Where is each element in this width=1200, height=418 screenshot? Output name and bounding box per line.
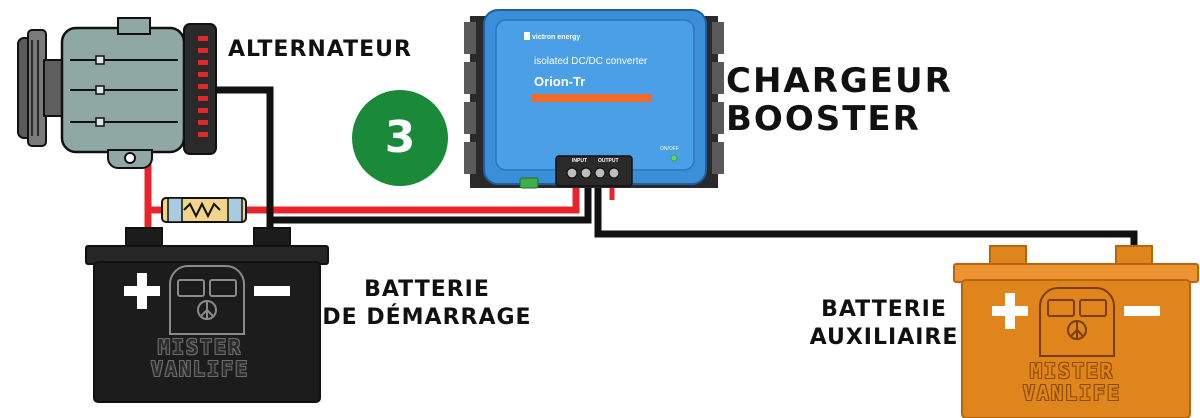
converter-input-label: INPUT: [572, 158, 587, 164]
start-battery-brand: MISTER VANLIFE: [130, 336, 270, 380]
fuse: [161, 197, 247, 223]
aux-battery-brand-line2: VANLIFE: [1022, 381, 1122, 405]
wire-alternator-negative: [214, 86, 274, 236]
wire-negative-to-converter: [270, 182, 592, 224]
charger-label: CHARGEUR BOOSTER: [726, 62, 953, 138]
charger-label-line2: BOOSTER: [726, 99, 921, 139]
converter-subtitle: isolated DC/DC converter: [534, 56, 648, 67]
converter-brand: victron energy: [532, 34, 581, 41]
converter-stripe: [532, 94, 652, 102]
converter-led: [670, 154, 678, 162]
start-battery-brand-line1: MISTER: [157, 335, 243, 359]
converter-illustration: [464, 9, 724, 189]
converter-model: Orion-Tr: [534, 74, 586, 89]
wire-output-to-aux: [594, 182, 1138, 250]
aux-battery-label-line1: BATTERIE: [821, 297, 947, 322]
charger-label-line1: CHARGEUR: [726, 61, 953, 101]
wire-positive-to-converter: [148, 182, 580, 214]
start-battery-label: BATTERIE DE DÉMARRAGE: [322, 276, 532, 332]
aux-battery-brand: MISTER VANLIFE: [1002, 360, 1142, 404]
step-badge: [352, 90, 448, 186]
aux-battery-label-line2: AUXILIAIRE: [809, 325, 959, 350]
start-battery-brand-line2: VANLIFE: [150, 357, 250, 381]
converter-led-label: ON/OFF: [660, 146, 679, 152]
alternator-illustration: [17, 17, 217, 169]
start-battery-label-line2: DE DÉMARRAGE: [322, 305, 532, 330]
aux-battery-illustration: [953, 245, 1199, 418]
aux-battery-brand-line1: MISTER: [1029, 359, 1115, 383]
converter-output-label: OUTPUT: [598, 158, 619, 164]
step-number: 3: [384, 112, 416, 163]
start-battery-illustration: [85, 227, 329, 403]
start-battery-label-line1: BATTERIE: [364, 277, 490, 302]
aux-battery-label: BATTERIE AUXILIAIRE: [800, 296, 968, 352]
alternator-label: ALTERNATEUR: [228, 37, 412, 62]
